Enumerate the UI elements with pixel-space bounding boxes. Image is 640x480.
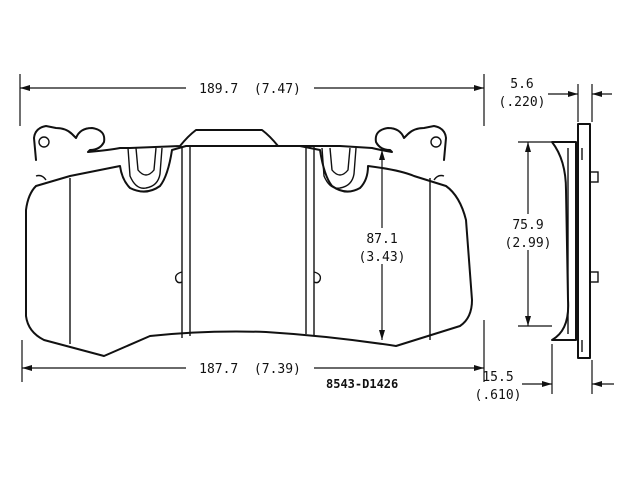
side-height-mm-label: 75.9 — [512, 218, 543, 233]
pad-height-dimension: 87.1 (3.43) — [356, 150, 408, 340]
side-height-in-label: (2.99) — [505, 236, 552, 251]
total-thickness-dimension: 15.5 (.610) — [475, 344, 614, 403]
pad-height-mm-label: 87.1 — [366, 232, 397, 247]
overall-width-label: 189.7 (7.47) — [199, 82, 301, 97]
backing-plate-outline — [33, 125, 447, 181]
part-number: 8543-D1426 — [326, 377, 398, 391]
total-thickness-in-label: (.610) — [475, 388, 522, 403]
side-height-dimension: 75.9 (2.99) — [500, 141, 556, 327]
bottom-width-dimension: 187.7 (7.39) — [21, 320, 485, 382]
backing-thickness-mm-label: 5.6 — [510, 77, 533, 92]
backing-thickness-dimension: 5.6 (.220) — [499, 77, 612, 122]
backing-thickness-in-label: (.220) — [499, 95, 546, 110]
overall-width-dimension: 189.7 (7.47) — [19, 74, 485, 126]
friction-material-outline — [25, 145, 473, 357]
bottom-width-label: 187.7 (7.39) — [199, 362, 301, 377]
side-view-outline — [551, 123, 599, 359]
pad-height-in-label: (3.43) — [359, 250, 406, 265]
total-thickness-mm-label: 15.5 — [482, 370, 513, 385]
